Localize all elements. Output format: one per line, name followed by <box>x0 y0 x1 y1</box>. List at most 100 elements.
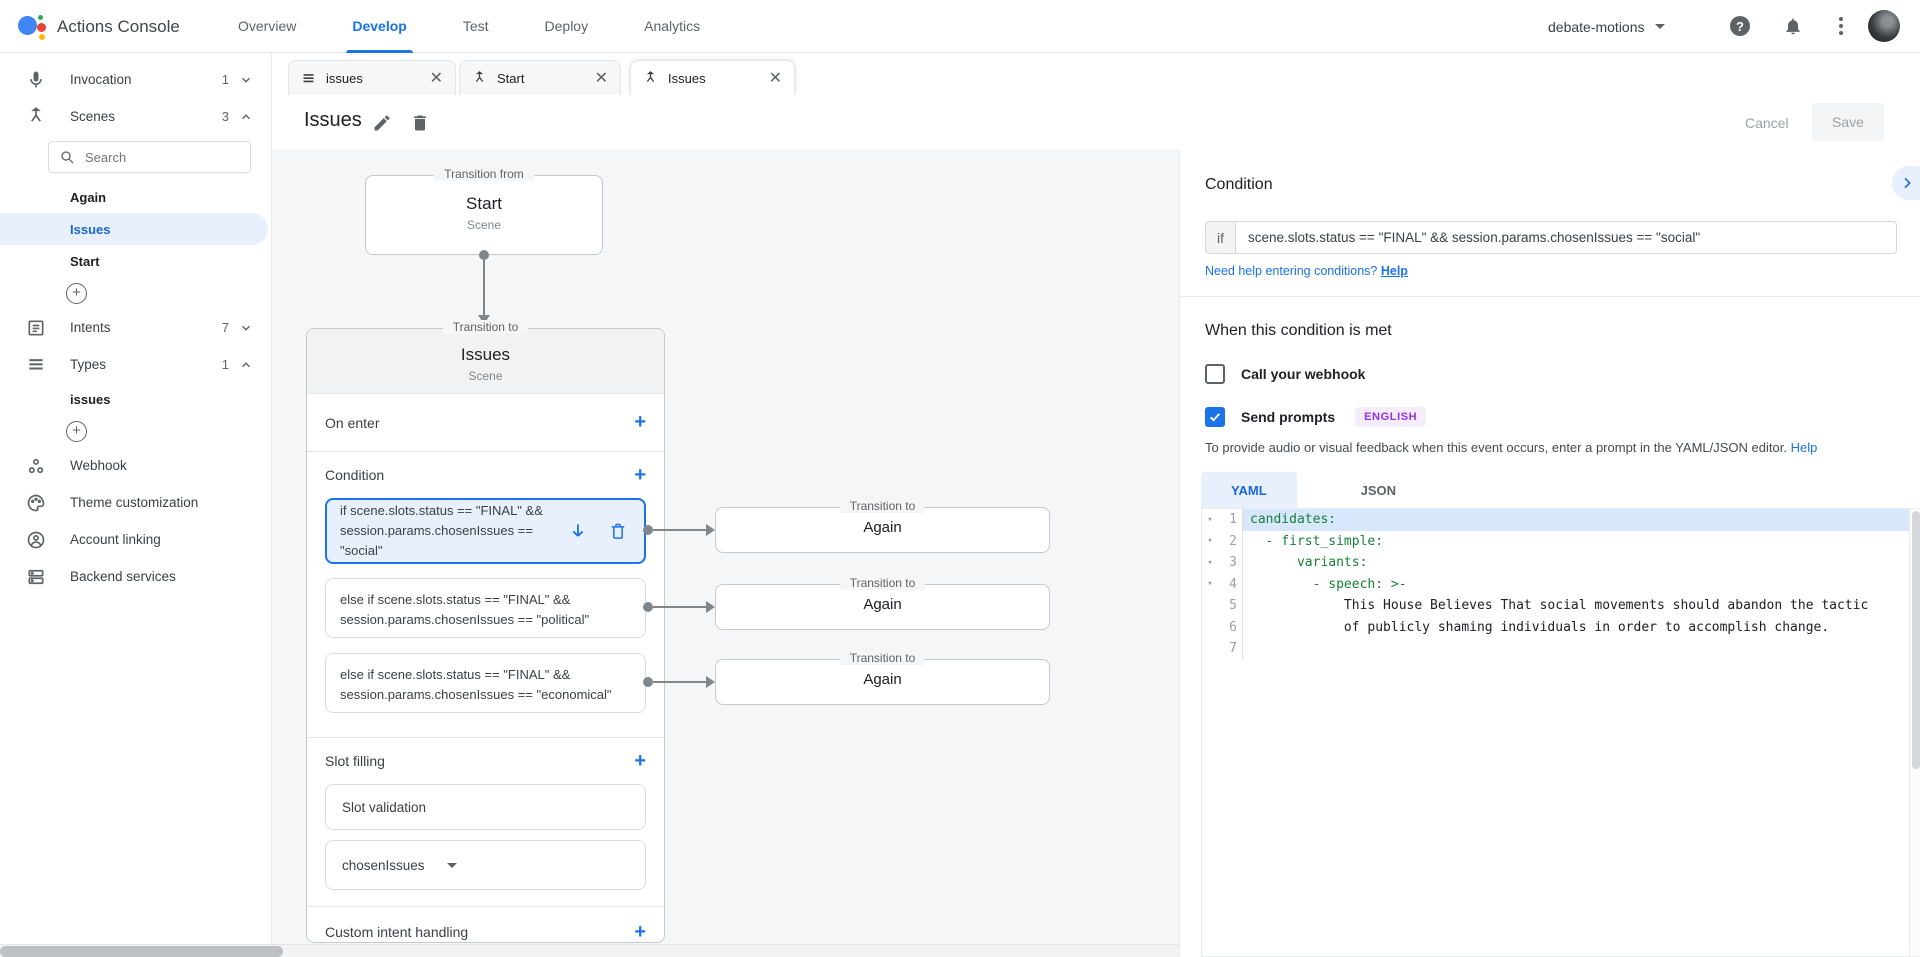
yaml-code-editor[interactable]: ▾ 1 candidates: ▾ 2 - first_simple: ▾ 3 … <box>1201 508 1920 957</box>
line-number: 5 <box>1229 598 1237 614</box>
code-line[interactable]: 5 This House Believes That social moveme… <box>1202 595 1920 617</box>
code-line[interactable]: ▾ 4 - speech: >- <box>1202 573 1920 595</box>
sidebar-scene-issues[interactable]: Issues <box>0 213 268 245</box>
move-down-icon[interactable] <box>568 521 588 541</box>
scrollbar-thumb[interactable] <box>1912 511 1920 769</box>
slot-validation-card[interactable]: Slot validation <box>325 784 646 830</box>
fold-arrow-icon[interactable]: ▾ <box>1207 579 1213 590</box>
sidebar-item-scenes[interactable]: Scenes 3 <box>0 98 271 135</box>
sidebar-scene-start[interactable]: Start <box>70 253 100 269</box>
transition-to-again-node-1[interactable]: Transition to Again <box>715 499 1050 553</box>
tab-yaml[interactable]: YAML <box>1201 472 1297 508</box>
checkbox-checked-icon[interactable] <box>1205 407 1225 427</box>
checkbox-unchecked-icon[interactable] <box>1205 364 1225 384</box>
plus-circle-icon: + <box>66 420 87 442</box>
chevron-up-icon[interactable] <box>239 110 253 124</box>
chevron-down-icon[interactable] <box>239 73 253 87</box>
sidebar-item-webhook[interactable]: Webhook <box>0 447 271 484</box>
call-webhook-checkbox-row[interactable]: Call your webhook <box>1205 364 1365 384</box>
slot-chosenissues-card[interactable]: chosenIssues <box>325 840 646 890</box>
tab-issues-scene[interactable]: Issues ✕ <box>630 60 795 95</box>
sidebar-item-theme-customization[interactable]: Theme customization <box>0 484 271 521</box>
webhook-icon <box>28 458 44 473</box>
help-link[interactable]: Help <box>1790 440 1818 455</box>
sidebar-item-types[interactable]: Types 1 <box>0 346 271 383</box>
code-line[interactable]: ▾ 1 candidates: <box>1202 509 1920 531</box>
scene-diagram-canvas[interactable]: Transition from Start Scene Transition t… <box>272 150 1179 944</box>
save-button[interactable]: Save <box>1812 103 1884 141</box>
code-line[interactable]: 7 <box>1202 638 1920 660</box>
language-badge: ENGLISH <box>1355 407 1427 427</box>
divider <box>307 737 664 738</box>
add-on-enter-button[interactable]: + <box>634 411 646 433</box>
types-icon <box>303 73 314 82</box>
condition-card-social[interactable]: if scene.slots.status == "FINAL" && sess… <box>325 498 646 564</box>
chevron-down-icon[interactable] <box>446 862 457 868</box>
notifications-button[interactable] <box>1778 11 1808 41</box>
code-line[interactable]: ▾ 2 - first_simple: <box>1202 530 1920 552</box>
tab-start-scene[interactable]: Start ✕ <box>459 60 621 95</box>
code-line[interactable]: 6 of publicly shaming individuals in ord… <box>1202 616 1920 638</box>
nav-analytics[interactable]: Analytics <box>644 18 701 34</box>
sidebar-item-account-linking[interactable]: Account linking <box>0 521 271 558</box>
more-options-button[interactable] <box>1826 11 1856 41</box>
nav-deploy[interactable]: Deploy <box>544 18 589 34</box>
code-text: of publicly shaming individuals in order… <box>1242 616 1920 638</box>
close-icon[interactable]: ✕ <box>594 70 608 87</box>
scenes-icon <box>31 106 41 122</box>
fold-arrow-icon[interactable]: ▾ <box>1207 557 1213 568</box>
avatar[interactable] <box>1868 10 1900 42</box>
send-prompts-checkbox-row[interactable]: Send prompts ENGLISH <box>1205 407 1427 427</box>
add-slot-button[interactable]: + <box>634 749 646 772</box>
transition-to-again-node-3[interactable]: Transition to Again <box>715 651 1050 705</box>
condition-expression-input[interactable] <box>1236 221 1897 254</box>
sidebar-scene-again[interactable]: Again <box>70 189 107 205</box>
add-type-button[interactable]: + <box>0 415 271 447</box>
delete-trash-icon[interactable] <box>608 521 628 541</box>
help-button[interactable]: ? <box>1725 11 1755 41</box>
transition-to-issues-node[interactable]: Transition to Issues Scene On enter + Co… <box>306 320 665 943</box>
sidebar-item-label: Types <box>70 357 107 372</box>
sidebar-item-intents[interactable]: Intents 7 <box>0 309 271 346</box>
delete-trash-icon[interactable] <box>410 113 430 133</box>
sidebar-item-invocation[interactable]: Invocation 1 <box>0 61 271 98</box>
node-title: Again <box>863 519 902 536</box>
sidebar-item-backend-services[interactable]: Backend services <box>0 558 271 595</box>
primary-nav: Overview Develop Test Deploy Analytics <box>210 0 728 53</box>
edit-pencil-icon[interactable] <box>372 113 392 133</box>
close-icon[interactable]: ✕ <box>768 70 782 87</box>
add-custom-intent-button[interactable]: + <box>634 920 646 943</box>
add-scene-button[interactable]: + <box>0 277 271 309</box>
condition-card-political[interactable]: else if scene.slots.status == "FINAL" &&… <box>325 578 646 638</box>
close-icon[interactable]: ✕ <box>429 70 443 87</box>
scenes-count: 3 <box>221 109 229 124</box>
nav-test[interactable]: Test <box>462 18 489 34</box>
chevron-up-icon[interactable] <box>239 358 253 372</box>
editor-vertical-scrollbar[interactable] <box>1909 509 1920 956</box>
help-link[interactable]: Help <box>1380 264 1408 278</box>
fold-arrow-icon[interactable]: ▾ <box>1207 536 1213 547</box>
search-input[interactable] <box>85 149 205 165</box>
add-condition-button[interactable]: + <box>634 463 646 486</box>
fold-arrow-icon[interactable]: ▾ <box>1207 514 1213 525</box>
collapse-panel-button[interactable] <box>1892 166 1920 200</box>
section-label: Slot filling <box>325 753 385 769</box>
transition-to-again-node-2[interactable]: Transition to Again <box>715 576 1050 630</box>
tab-issues-type[interactable]: issues ✕ <box>288 60 456 95</box>
microphone-icon <box>30 71 42 87</box>
google-assistant-logo-icon[interactable] <box>18 13 46 41</box>
transition-from-start-node[interactable]: Transition from Start Scene <box>365 167 603 255</box>
condition-card-economical[interactable]: else if scene.slots.status == "FINAL" &&… <box>325 653 646 713</box>
nav-develop[interactable]: Develop <box>324 0 434 53</box>
project-selector[interactable]: debate-motions <box>1548 0 1665 53</box>
nav-overview[interactable]: Overview <box>238 18 297 34</box>
cancel-button[interactable]: Cancel <box>1745 115 1789 131</box>
chevron-down-icon[interactable] <box>239 321 253 335</box>
horizontal-scrollbar[interactable] <box>0 944 1179 957</box>
editor-format-tabs: YAML JSON <box>1201 472 1426 508</box>
types-count: 1 <box>221 357 229 372</box>
tab-json[interactable]: JSON <box>1360 482 1397 498</box>
scrollbar-thumb[interactable] <box>0 946 283 957</box>
code-line[interactable]: ▾ 3 variants: <box>1202 552 1920 574</box>
sidebar-type-issues[interactable]: issues <box>70 391 111 407</box>
